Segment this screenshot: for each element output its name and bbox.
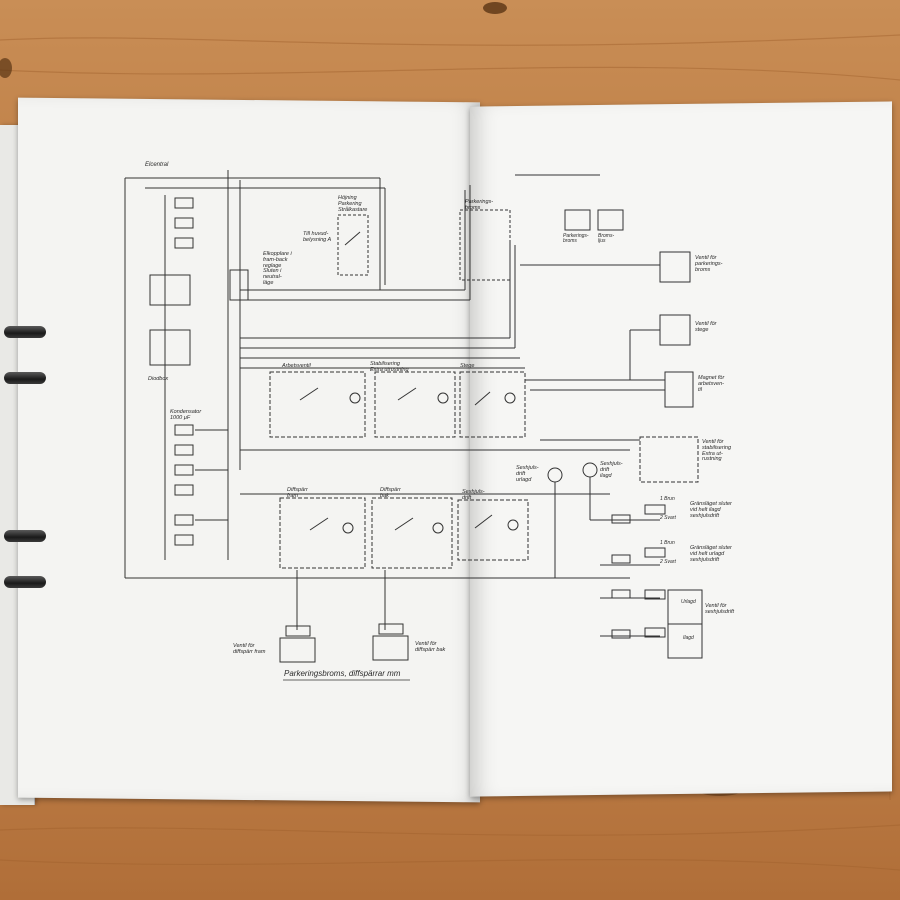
label-stabilisering: Stabilisering Extra utrustning (370, 361, 409, 373)
label-stege: Stege (460, 363, 475, 369)
binder-ring (4, 372, 46, 384)
label-hojning: Höjning Parkering Strålkastare (338, 195, 368, 213)
label-ventil-parkeringsbroms: Ventil för parkerings- broms (695, 255, 723, 273)
label-bromsljus: Broms- ljus (598, 233, 615, 245)
binder-ring (4, 576, 46, 588)
label-till-huvudbelysning: Till huvud- belysning A (303, 231, 332, 243)
label-magnet-arbetsventil: Magnet för arbetsven- til (698, 375, 725, 393)
label-ventil-diffsparr-fram: Ventil för diffspärr fram (233, 643, 266, 655)
label-arbetsventil: Arbetsventil (282, 363, 311, 369)
label-parkeringsbroms-switch: Parkerings- broms (563, 233, 589, 245)
label-elkopplare: Elkopplare i fram-back reglage Sluten i … (263, 251, 292, 286)
label-diffsparr-bak: Diffspärr bak (380, 487, 401, 499)
label-diodbox: Diodbox (148, 376, 169, 382)
label-sexhjul-switch: Sexhjuls- drift (462, 489, 485, 501)
label-brun-2: 1 Brun (660, 540, 675, 546)
label-sexhjul-ilagd: Sexhjuls- drift ilagd (600, 461, 623, 479)
label-parkeringsbroms-top: Parkerings- broms (465, 199, 494, 211)
label-svart-1: 2 Svart (660, 515, 676, 521)
label-brun-1: 1 Brun (660, 496, 675, 502)
label-ventil-stege: Ventil för stege (695, 321, 717, 333)
label-ilagd: Ilagd (683, 635, 694, 641)
label-sexhjul-urlagd: Sexhjuls- drift urlagd (516, 465, 539, 483)
label-ventil-sexhjulsdrift: Ventil för sexhjulsdrift (705, 603, 735, 615)
label-elcentral: Elcentral (145, 162, 169, 168)
binder-ring (4, 326, 46, 338)
label-svart-2: 2 Svart (660, 559, 676, 565)
label-granslage-urlagd: Gränsläget sluter vid helt urlagd sexhju… (690, 545, 732, 563)
label-urlagd: Urlagd (681, 599, 696, 605)
diagram-caption: Parkeringsbroms, diffspärrar mm (284, 669, 401, 678)
label-granslage-ilagd: Gränsläget sluter vid helt ilagd sexhjul… (690, 501, 732, 519)
binder-ring (4, 530, 46, 542)
label-kondensator: Kondensator 1000 µF (170, 409, 202, 421)
label-diffsparr-fram: Diffspärr fram (287, 487, 308, 499)
label-ventil-stabilisering: Ventil för stabilisering Extra ut- rustn… (702, 439, 732, 463)
label-ventil-diffsparr-bak: Ventil för diffspärr bak (415, 641, 446, 653)
